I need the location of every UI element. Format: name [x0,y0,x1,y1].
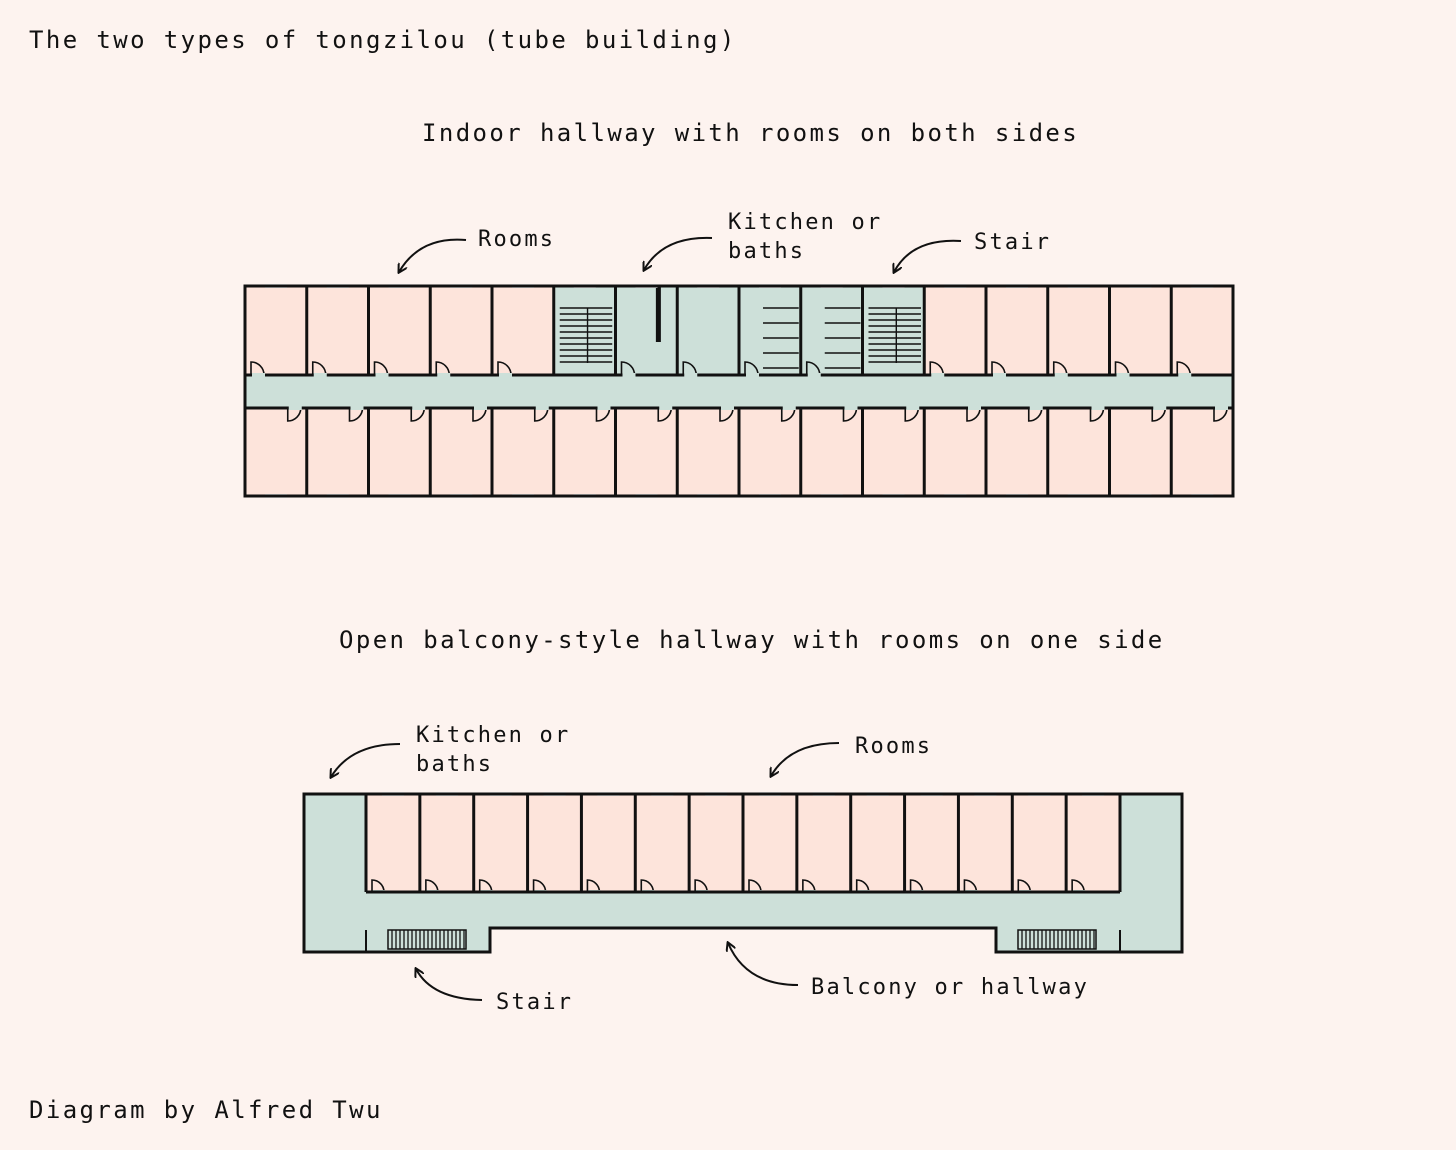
d2-stair-arrow [416,969,483,1001]
door-gap [931,373,945,377]
door-gap [622,373,636,377]
service-cell [739,286,801,375]
callout-arrows [331,236,962,1001]
d2-label-kitchen-line2: baths [416,752,494,777]
door-gap [1054,373,1068,377]
door-gap [1215,406,1228,410]
service-cell [553,286,616,375]
d1-label-rooms: Rooms [478,225,555,254]
door-gap [437,373,451,377]
d2-label-rooms: Rooms [855,732,932,761]
stair-outline [1017,929,1097,950]
door-gap [1116,373,1130,377]
door-gap [746,373,759,377]
door-gap [1153,406,1167,410]
door-gap [782,406,796,410]
service-cell [800,286,863,375]
d1-label-kitchen-line2: baths [728,239,806,264]
d2-kitchen-arrow [331,743,401,777]
d2-balcony-arrow [728,943,799,986]
d2-label-balcony-text: Balcony or hallway [811,975,1090,1000]
d2-label-kitchen-line1: Kitchen or [416,723,571,748]
d2-label-kitchen: Kitchen or baths [416,721,570,779]
door-gap [807,373,821,377]
d1-label-rooms-text: Rooms [478,227,556,252]
door-gap [721,406,734,410]
service-cell [615,286,678,375]
door-gap [1091,406,1105,410]
d1-stair-arrow [894,239,962,272]
d2-label-stair-text: Stair [496,990,574,1015]
door-gap [1178,373,1192,377]
diagram-2-heading: Open balcony-style hallway with rooms on… [339,626,1165,654]
service-cell [677,286,739,375]
plan-balcony-hallway [302,792,1184,954]
door-gap [684,373,698,377]
door-gap [288,406,302,410]
d1-label-kitchen-line1: Kitchen or [728,210,883,235]
kitchen-block-east [1120,794,1182,952]
service-cell [862,286,925,375]
door-gap [499,373,512,377]
door-gap [1029,406,1043,410]
d2-label-balcony: Balcony or hallway [811,973,1089,1002]
door-gap [375,373,389,377]
d1-label-stair-text: Stair [974,230,1052,255]
door-gap [313,373,327,377]
diagram-1-heading: Indoor hallway with rooms on both sides [422,119,1080,147]
door-gap [993,373,1006,377]
door-gap [968,406,981,410]
d1-label-stair: Stair [974,228,1051,257]
outer-wall [302,792,1184,954]
door-gap [474,406,487,410]
balcony-hallway [366,892,1120,928]
plan-indoor-hallway [243,284,1235,498]
door-gap [844,406,858,410]
stair-outline [387,929,467,950]
d1-rooms-arrow [399,238,467,272]
outer-wall [243,284,1235,498]
d2-label-stair: Stair [496,988,573,1017]
door-gap [906,406,920,410]
door-gap [350,406,364,410]
door-gap [535,406,549,410]
page-title: The two types of tongzilou (tube buildin… [29,26,737,54]
door-gap [659,406,673,410]
door-gap [597,406,611,410]
kitchen-block-west [304,794,366,952]
d1-label-kitchen: Kitchen or baths [728,208,882,266]
d2-rooms-arrow [771,742,840,776]
door-gap [412,406,426,410]
door-gap [252,373,265,377]
central-hallway [245,375,1233,408]
d2-label-rooms-text: Rooms [855,734,933,759]
credit-text: Diagram by Alfred Twu [29,1096,383,1124]
d1-kitchen-arrow [644,236,713,270]
